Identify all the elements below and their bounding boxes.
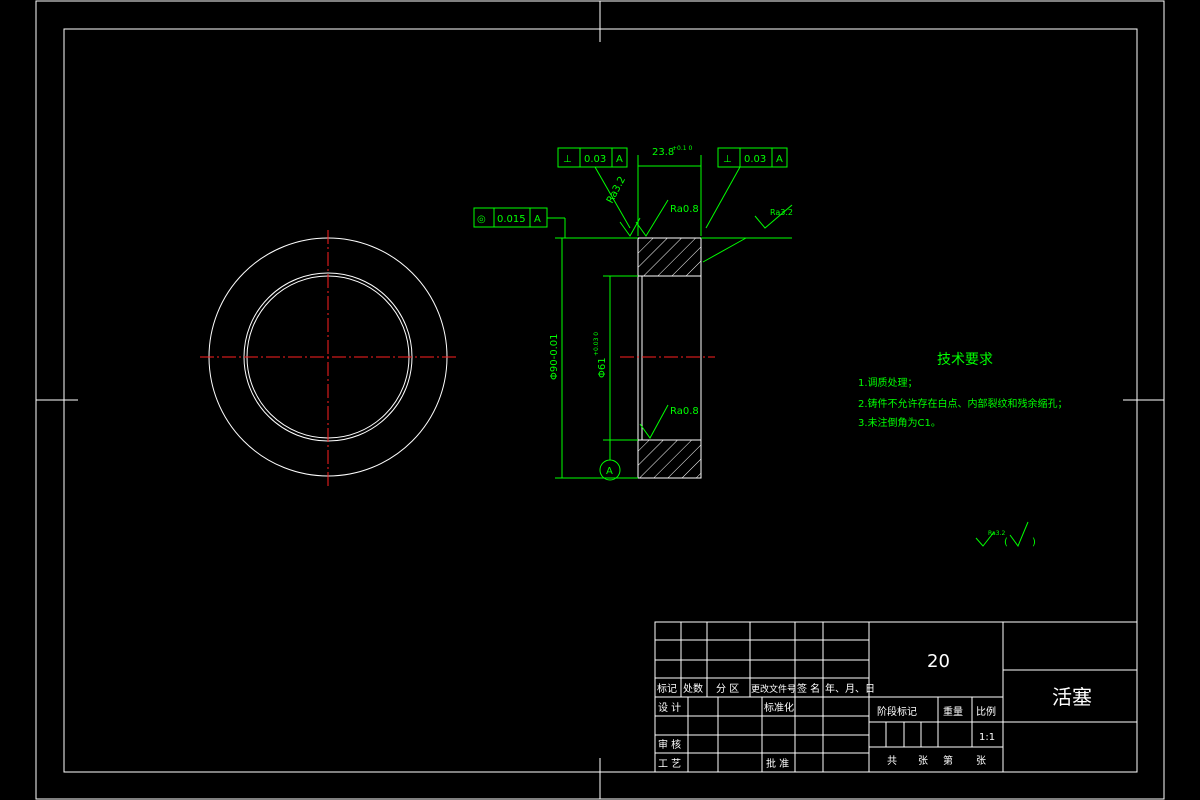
fcf-left-value: 0.03 xyxy=(584,154,606,165)
section-view xyxy=(620,237,715,479)
tech-requirements: 技术要求 1.调质处理； 2.铸件不允许存在白点、内部裂纹和残余缩孔； 3.未注… xyxy=(858,352,1068,429)
tb-page: 第 xyxy=(943,754,953,767)
datum-a-circle xyxy=(599,459,621,481)
title-block: 20 活塞 1:1 标记 处数 分 区 更改文件号 签 名 年、月、日 设 计 … xyxy=(654,621,1138,773)
front-view xyxy=(200,230,458,487)
tech-item-1: 1.调质处理； xyxy=(858,377,918,389)
fcf-conc-symbol: ◎ xyxy=(477,214,486,225)
fcf-conc-datum: A xyxy=(534,214,541,225)
fcf-concentric: ◎ 0.015 A xyxy=(473,207,548,228)
tb-process: 工 艺 xyxy=(658,758,681,770)
dimension-lines xyxy=(547,155,1029,548)
ra-bottom: Ra0.8 xyxy=(670,406,699,417)
ra-general-paren-open: ( xyxy=(1004,537,1008,548)
dim-inner-dia: Φ61 xyxy=(597,357,608,378)
fcf-right-datum: A xyxy=(776,154,783,165)
tb-h-zone: 分 区 xyxy=(716,683,739,695)
tech-item-2: 2.铸件不允许存在白点、内部裂纹和残余缩孔； xyxy=(858,397,1068,410)
tech-title: 技术要求 xyxy=(937,352,993,368)
hatch-bottom xyxy=(637,439,702,479)
dim-inner-tol: +0.03 0 xyxy=(593,332,600,356)
tb-h-sign: 签 名 xyxy=(797,682,820,695)
fcf-left-datum: A xyxy=(616,154,623,165)
tb-design: 设 计 xyxy=(658,701,681,714)
ra-top-mid: Ra0.8 xyxy=(670,204,699,215)
ra-general: Ra3.2 xyxy=(988,530,1005,537)
fcf-conc-value: 0.015 xyxy=(497,214,526,225)
dim-outer-dia: Φ90-0.01 xyxy=(549,334,560,380)
tb-total: 共 xyxy=(887,755,897,767)
tb-weight: 重量 xyxy=(943,705,963,718)
fcf-right-value: 0.03 xyxy=(744,154,766,165)
fcf-right-symbol: ⊥ xyxy=(723,154,732,165)
tb-approve: 批 准 xyxy=(766,757,789,770)
tb-stage: 阶段标记 xyxy=(877,705,917,718)
fcf-left-symbol: ⊥ xyxy=(563,154,572,165)
datum-a-label: A xyxy=(606,466,613,477)
tb-h-date: 年、月、日 xyxy=(825,682,875,695)
tb-h-count: 处数 xyxy=(683,682,703,695)
fcf-perp-left: ⊥ 0.03 A xyxy=(557,147,628,168)
ra-top-right: Ra3.2 xyxy=(770,208,793,217)
tb-standard: 标准化 xyxy=(764,701,794,714)
tb-sheet: 张 xyxy=(918,755,928,767)
tb-part-name: 活塞 xyxy=(1052,685,1092,709)
tb-ratio: 比例 xyxy=(976,705,996,718)
tb-h-doc: 更改文件号 xyxy=(751,683,796,695)
hatch-top xyxy=(637,237,702,277)
tb-scale: 1:1 xyxy=(979,732,995,743)
dim-width: 23.8 xyxy=(652,147,674,158)
fcf-perp-right: ⊥ 0.03 A xyxy=(717,147,788,168)
dim-width-tol: +0.1 0 xyxy=(672,145,692,152)
tb-material: 20 xyxy=(927,651,950,672)
tech-item-3: 3.未注倒角为C1。 xyxy=(858,416,941,429)
tb-review: 审 核 xyxy=(658,738,681,751)
tb-h-mark: 标记 xyxy=(657,683,677,695)
ra-general-paren-close: ) xyxy=(1032,537,1036,548)
tb-sheet2: 张 xyxy=(976,755,986,767)
